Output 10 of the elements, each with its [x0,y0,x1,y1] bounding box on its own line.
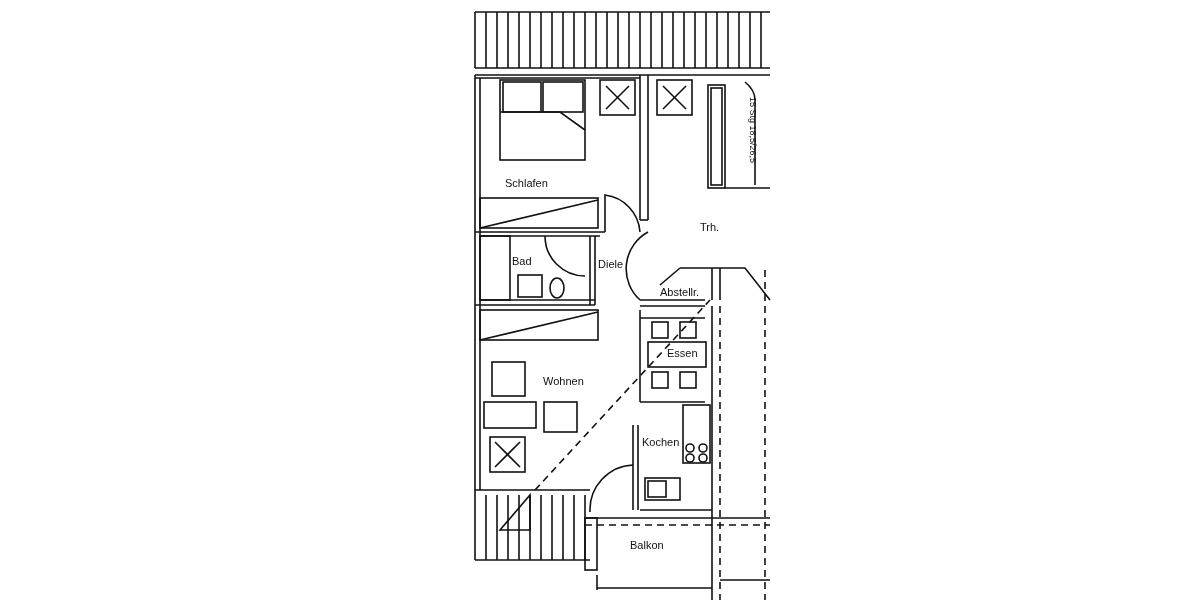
stair-note: 15 Stg 18,5/26,5 [747,96,757,164]
room-label: Diele [598,259,624,270]
room-label: Wohnen [543,376,584,387]
room-label: Kochen [642,437,680,448]
room-label: Bad [512,256,532,267]
room-label: Trh. [700,222,720,233]
room-label: Essen [667,348,698,359]
room-label: Balkon [630,540,664,551]
room-label: Abstellr. [660,287,700,298]
room-label: Schlafen [505,178,548,189]
